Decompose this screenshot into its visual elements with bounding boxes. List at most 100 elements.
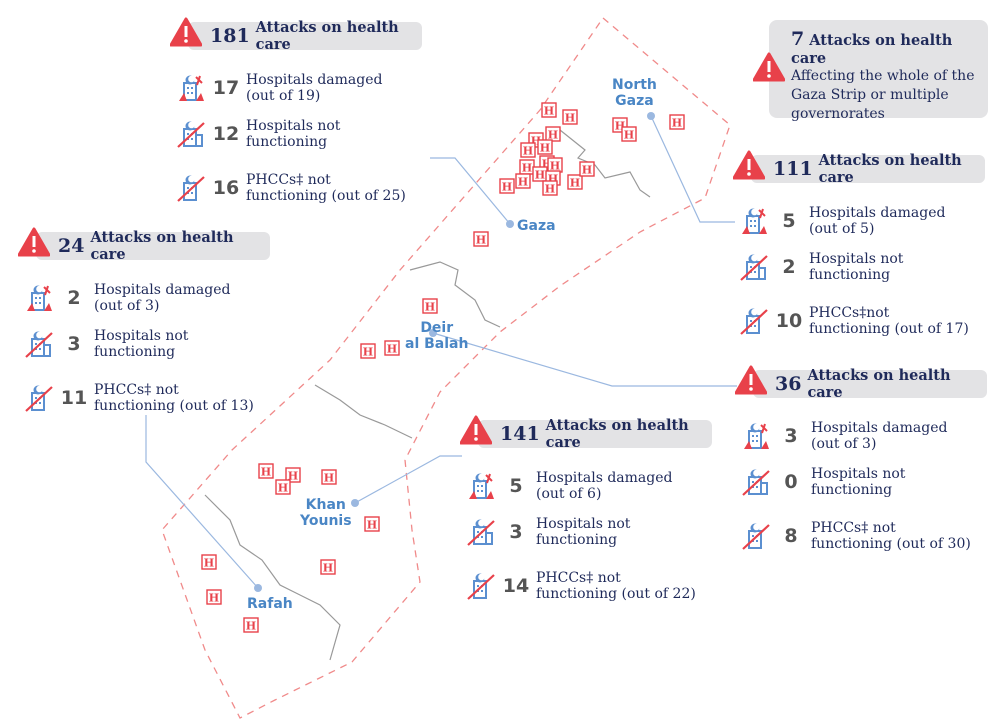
- hospital-marker: H: [545, 126, 561, 142]
- governorate-border: [204, 494, 341, 661]
- hospital-marker: H: [360, 343, 376, 359]
- stat-value: 3: [67, 333, 81, 355]
- hospital-marker: H: [243, 617, 259, 633]
- stat-row-damaged: 2 Hospitals damaged (out of 3): [24, 282, 231, 314]
- stat-value: 16: [212, 177, 240, 199]
- stat-value: 11: [60, 387, 88, 409]
- stat-label: Hospitals not functioning: [94, 328, 189, 360]
- svg-text:H: H: [209, 592, 219, 605]
- stat-label: Hospitals damaged (out of 3): [94, 282, 231, 314]
- warning-icon: [459, 415, 493, 449]
- svg-text:H: H: [363, 346, 373, 359]
- hospital-marker: H: [669, 114, 685, 130]
- svg-text:H: H: [261, 466, 271, 479]
- attacks-label: Attacks on health care: [90, 229, 234, 263]
- svg-text:H: H: [542, 158, 552, 171]
- hospital-marker: H: [275, 479, 291, 495]
- warning-icon: [734, 365, 768, 399]
- attacks-label: Attacks on health care: [807, 367, 951, 401]
- stat-value: 0: [784, 471, 798, 493]
- attacks-count: 24: [58, 235, 85, 257]
- svg-text:H: H: [548, 173, 558, 186]
- stat-label: PHCCs‡not functioning (out of 17): [809, 305, 969, 337]
- svg-text:H: H: [246, 620, 256, 633]
- stat-label: Hospitals damaged (out of 19): [246, 72, 383, 104]
- label-north-gaza: North Gaza: [612, 77, 657, 109]
- leader-lines: [145, 115, 737, 589]
- stat-row-damaged: 5 Hospitals damaged (out of 6): [466, 470, 673, 502]
- warning-icon: [169, 17, 203, 51]
- stat-value: 14: [502, 575, 530, 597]
- summary-count: 7: [791, 28, 805, 50]
- hospital-marker: H: [520, 142, 536, 158]
- svg-text:H: H: [624, 129, 634, 142]
- svg-text:H: H: [476, 234, 486, 247]
- damaged-hospital-icon: [739, 206, 769, 236]
- warning-icon: [752, 52, 786, 86]
- svg-text:H: H: [545, 183, 555, 196]
- damaged-hospital-icon: [24, 283, 54, 313]
- stat-value: 8: [784, 525, 798, 547]
- svg-text:H: H: [323, 562, 333, 575]
- svg-text:H: H: [544, 105, 554, 118]
- stat-row-not-functioning: 0 Hospitals not functioning: [741, 466, 905, 498]
- svg-text:H: H: [288, 470, 298, 483]
- stat-label: Hospitals not functioning: [811, 466, 906, 498]
- phcc-not-functioning-icon: [176, 173, 206, 203]
- hospital-not-functioning-icon: [24, 329, 54, 359]
- hospital-not-functioning-icon: [176, 119, 206, 149]
- governorate-border: [559, 129, 651, 198]
- hospital-marker: H: [320, 559, 336, 575]
- svg-text:H: H: [387, 343, 397, 356]
- gaza-strip-outline: [161, 17, 731, 719]
- stat-label: Hospitals damaged (out of 5): [809, 205, 946, 237]
- stat-value: 5: [509, 475, 523, 497]
- svg-text:H: H: [324, 472, 334, 485]
- location-dots: [254, 112, 655, 592]
- stat-label: PHCCs‡ not functioning (out of 13): [94, 382, 254, 414]
- stat-value: 2: [67, 287, 81, 309]
- label-khan-younis: Khan Younis: [300, 497, 352, 529]
- warning-icon: [17, 227, 51, 261]
- hospital-marker: H: [541, 102, 557, 118]
- damaged-hospital-icon: [741, 421, 771, 451]
- stat-label: Hospitals damaged (out of 6): [536, 470, 673, 502]
- hospital-marker: H: [542, 180, 558, 196]
- hospital-marker: H: [579, 161, 595, 177]
- hospital-marker: H: [537, 139, 553, 155]
- attacks-label: Attacks on health care: [818, 152, 962, 186]
- svg-text:H: H: [531, 135, 541, 148]
- hospital-marker: H: [201, 554, 217, 570]
- hospital-not-functioning-icon: [466, 517, 496, 547]
- hospital-marker: H: [258, 463, 274, 479]
- warning-icon: [732, 150, 766, 184]
- attacks-count: 111: [773, 158, 813, 180]
- attacks-label: Attacks on health care: [255, 19, 399, 53]
- stat-label: Hospitals damaged (out of 3): [811, 420, 948, 452]
- phcc-not-functioning-icon: [739, 306, 769, 336]
- svg-text:H: H: [204, 557, 214, 570]
- svg-text:H: H: [518, 176, 528, 189]
- stat-value: 12: [212, 123, 240, 145]
- phcc-not-functioning-icon: [466, 571, 496, 601]
- svg-text:H: H: [523, 145, 533, 158]
- label-deir-al-balah: Deir al Balah: [405, 320, 469, 352]
- hospital-marker: H: [519, 159, 535, 175]
- multi-governorate-summary: 7 Attacks on health care Affecting the w…: [752, 20, 988, 122]
- svg-text:H: H: [540, 142, 550, 155]
- hospital-marker: H: [285, 467, 301, 483]
